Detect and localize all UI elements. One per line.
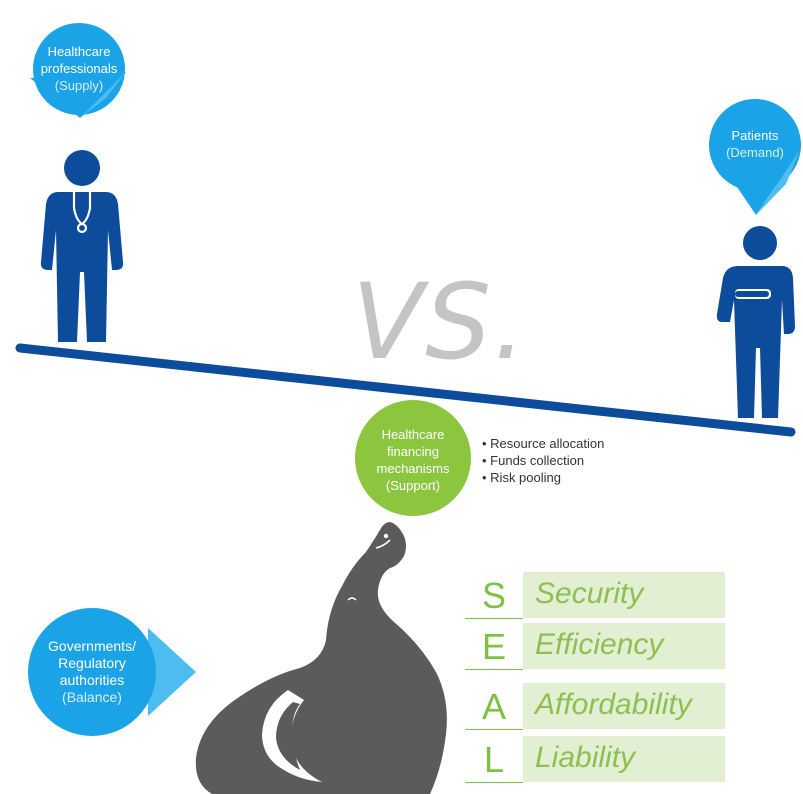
balance-sub: (Balance) bbox=[62, 689, 122, 705]
balance-line2: Regulatory bbox=[58, 655, 126, 671]
balance-line1: Governments/ bbox=[48, 638, 136, 654]
seal-letter: E bbox=[465, 622, 523, 670]
balance-pin bbox=[28, 608, 196, 736]
supply-pin bbox=[30, 23, 126, 118]
seal-word: Security bbox=[523, 572, 725, 618]
seal-letter: L bbox=[465, 735, 523, 783]
demand-pin bbox=[709, 99, 801, 215]
seal-word: Efficiency bbox=[523, 623, 725, 669]
demand-label: Patients (Demand) bbox=[709, 127, 801, 161]
list-item: Risk pooling bbox=[482, 469, 604, 486]
list-item: Funds collection bbox=[482, 452, 604, 469]
supply-sub: (Supply) bbox=[54, 78, 104, 93]
seal-letter: S bbox=[465, 571, 523, 619]
seal-letter: A bbox=[465, 682, 523, 730]
seal-row-affordability: A Affordability bbox=[465, 682, 725, 730]
seal-row-liability: L Liability bbox=[465, 735, 725, 783]
demand-title: Patients bbox=[731, 128, 779, 143]
balance-label: Governments/ Regulatory authorities (Bal… bbox=[32, 638, 152, 706]
balance-beam bbox=[15, 343, 796, 437]
support-label: Healthcare financing mechanisms (Support… bbox=[355, 426, 471, 494]
seal-row-security: S Security bbox=[465, 571, 725, 619]
support-line3: mechanisms bbox=[376, 461, 450, 476]
support-line1: Healthcare bbox=[381, 427, 445, 442]
seal-word: Affordability bbox=[523, 683, 725, 729]
supply-title-line2: professionals bbox=[40, 61, 118, 76]
demand-sub: (Demand) bbox=[726, 145, 784, 160]
sea-lion-icon bbox=[195, 522, 447, 794]
seal-row-efficiency: E Efficiency bbox=[465, 622, 725, 670]
supply-label: Healthcare professionals (Supply) bbox=[36, 43, 122, 94]
vs-text: VS. bbox=[352, 261, 529, 383]
support-circle bbox=[355, 400, 471, 516]
doctor-figure-icon bbox=[40, 150, 124, 342]
support-line4: (Support) bbox=[385, 478, 441, 493]
support-line2: financing bbox=[386, 444, 440, 459]
financing-functions-list: Resource allocation Funds collection Ris… bbox=[482, 435, 604, 486]
seal-word: Liability bbox=[523, 736, 725, 782]
supply-title-line1: Healthcare bbox=[47, 44, 111, 59]
patient-figure-icon bbox=[716, 226, 795, 418]
list-item: Resource allocation bbox=[482, 435, 604, 452]
balance-line3: authorities bbox=[59, 672, 125, 688]
